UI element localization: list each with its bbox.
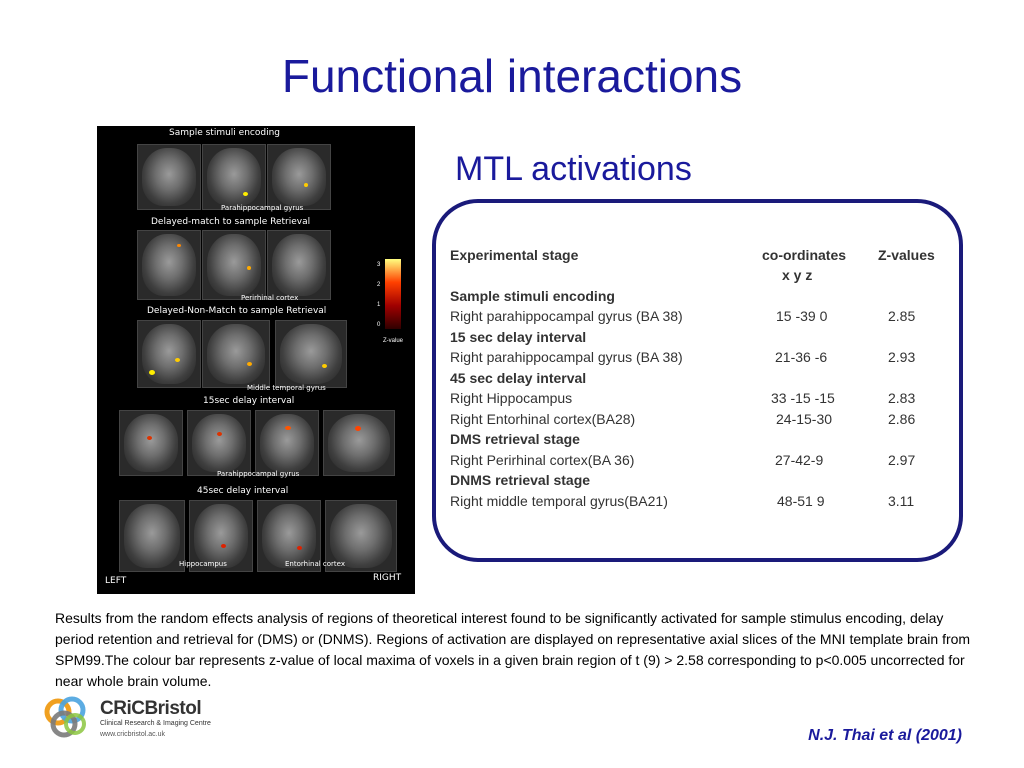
- section-subtitle: MTL activations: [455, 150, 692, 188]
- table-row-label: Right parahippocampal gyrus (BA 38): [450, 349, 683, 365]
- figure-annotation-entorhinal: Entorhinal cortex: [285, 560, 345, 568]
- figure-heading-45sec: 45sec delay interval: [197, 486, 289, 496]
- colorbar-tick: 0: [377, 322, 381, 328]
- logo-rings-icon: [44, 696, 86, 738]
- figure-heading-15sec: 15sec delay interval: [203, 396, 295, 406]
- colorbar-tick: 1: [377, 302, 381, 308]
- cric-bristol-logo: CRiCBristol Clinical Research & Imaging …: [42, 694, 211, 744]
- brain-slice: [137, 144, 201, 210]
- brain-slice: [267, 144, 331, 210]
- table-section-row: DNMS retrieval stage: [450, 472, 591, 488]
- colorbar-tick: 3: [377, 262, 381, 268]
- colorbar-label: Z-value: [383, 338, 404, 344]
- brain-slice: [137, 230, 201, 300]
- table-section-row: 15 sec delay interval: [450, 329, 587, 345]
- logo-url: www.cricbristol.ac.uk: [100, 731, 165, 738]
- brain-slice: [202, 230, 266, 300]
- z-value-colorbar: [385, 259, 401, 329]
- table-row-label: Right Hippocampus: [450, 390, 573, 406]
- figure-annotation: Perirhinal cortex: [241, 294, 299, 302]
- figure-annotation: Middle temporal gyrus: [247, 384, 326, 392]
- brain-slice: [255, 410, 319, 476]
- table-row-z: 2.97: [888, 452, 916, 468]
- table-row-z: 2.86: [888, 411, 916, 427]
- table-section-row: 45 sec delay interval: [450, 370, 587, 386]
- logo-subtitle: Clinical Research & Imaging Centre: [100, 720, 211, 727]
- slide-title: Functional interactions: [281, 50, 743, 102]
- table-row-z: 2.83: [888, 390, 916, 406]
- citation: N.J. Thai et al (2001): [808, 727, 962, 744]
- table-row-z: 2.93: [888, 349, 916, 365]
- brain-slice: [202, 320, 270, 388]
- header-coords: co-ordinates: [762, 247, 847, 263]
- table-row-coords: 24-15-30: [776, 411, 833, 427]
- header-coords-axes: x y z: [782, 267, 813, 283]
- brain-slice: [119, 500, 185, 572]
- brain-slice: [267, 230, 331, 300]
- table-row-coords: 27-42-9: [775, 452, 824, 468]
- brain-slice: [325, 500, 397, 572]
- figure-annotation: Parahippocampal gyrus: [217, 470, 300, 478]
- colorbar-tick: 2: [377, 282, 381, 288]
- brain-slice: [202, 144, 266, 210]
- brain-slice: [187, 410, 251, 476]
- table-row-coords: 33 -15 -15: [771, 390, 835, 406]
- table-row-z: 2.85: [888, 308, 916, 324]
- table-row-label: Right middle temporal gyrus(BA21): [450, 493, 668, 509]
- left-label: LEFT: [105, 576, 127, 586]
- table-section-row: DMS retrieval stage: [450, 431, 580, 447]
- brain-slice: [257, 500, 321, 572]
- figure-caption: Results from the random effects analysis…: [55, 610, 971, 689]
- brain-slice: [119, 410, 183, 476]
- figure-annotation: Parahippocampal gyrus: [221, 204, 304, 212]
- brain-slice: [275, 320, 347, 388]
- figure-heading-dms: Delayed-match to sample Retrieval: [151, 217, 311, 227]
- figure-heading-dnms: Delayed-Non-Match to sample Retrieval: [147, 306, 327, 316]
- table-row-coords: 21-36 -6: [775, 349, 828, 365]
- table-row-label: Right Perirhinal cortex(BA 36): [450, 452, 635, 468]
- table-row-label: Right parahippocampal gyrus (BA 38): [450, 308, 683, 324]
- right-label: RIGHT: [373, 573, 402, 583]
- results-table-panel: [432, 199, 963, 562]
- table-row-z: 3.11: [888, 493, 915, 509]
- logo-name: CRiCBristol: [100, 698, 202, 719]
- brain-activation-figure: Sample stimuli encoding Parahippocampal …: [97, 126, 415, 594]
- table-section-row: Sample stimuli encoding: [450, 288, 615, 304]
- brain-slice: [137, 320, 201, 388]
- header-zvalues: Z-values: [878, 247, 935, 263]
- header-stage: Experimental stage: [450, 247, 579, 263]
- brain-slice: [189, 500, 253, 572]
- table-row-coords: 15 -39 0: [776, 308, 828, 324]
- table-row-coords: 48-51 9: [777, 493, 825, 509]
- brain-slice: [323, 410, 395, 476]
- table-row-label: Right Entorhinal cortex(BA28): [450, 411, 636, 427]
- figure-annotation-hippocampus: Hippocampus: [179, 560, 227, 568]
- figure-heading-encoding: Sample stimuli encoding: [169, 128, 280, 138]
